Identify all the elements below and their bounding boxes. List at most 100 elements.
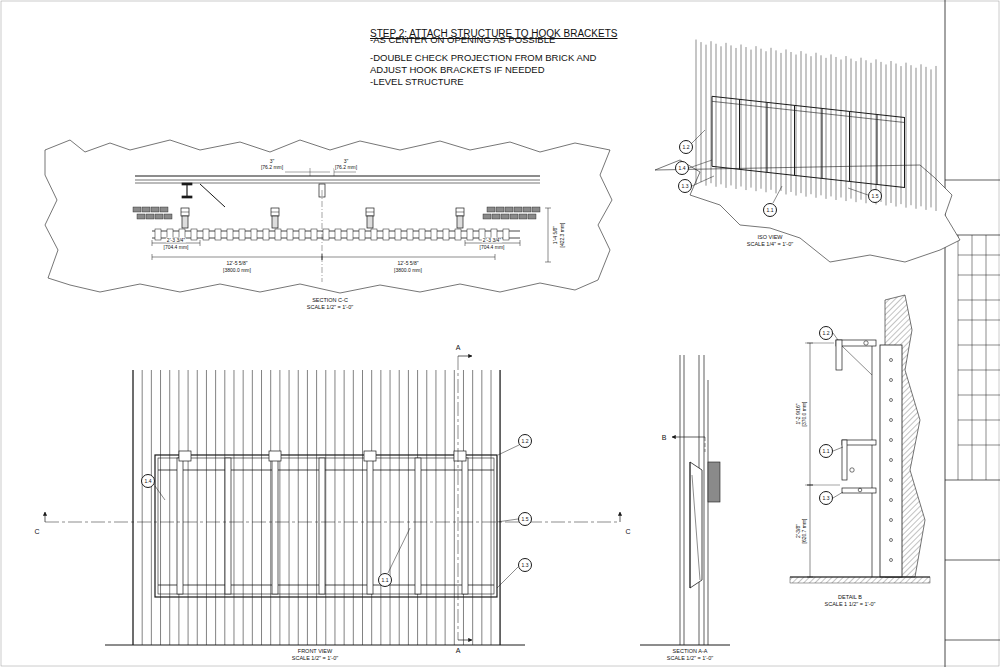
hook-bracket: [182, 216, 188, 228]
panel-line: [771, 48, 772, 190]
callout-bubble: 1.5: [868, 189, 882, 203]
brick: [151, 207, 159, 212]
section-arrow: [672, 437, 705, 438]
panel-line: [836, 57, 837, 200]
dimension-tick: [495, 254, 496, 260]
callout-bubble: 1.1: [378, 573, 392, 587]
callout-number: 1.2: [823, 331, 830, 336]
rail-clip: [251, 229, 257, 240]
hook-bracket: [842, 440, 847, 480]
panel-line: [696, 40, 697, 185]
bolt-hole: [890, 439, 893, 442]
bolt-hole: [890, 399, 893, 402]
panel-line: [766, 51, 767, 192]
panel-line: [781, 53, 782, 191]
rail-clip: [503, 229, 509, 240]
bolt-hole: [890, 519, 893, 522]
note-text: -DOUBLE CHECK PROJECTION FROM BRICK AND …: [370, 52, 620, 76]
rail-clip: [443, 229, 449, 240]
section-line: [705, 437, 706, 452]
panel-line: [142, 370, 143, 645]
callout-number: 1.3: [682, 184, 689, 189]
brick: [496, 207, 504, 212]
panel-line: [821, 55, 822, 195]
panel-line: [435, 370, 436, 645]
view-label: SCALE 1/2" = 1'-0": [307, 305, 353, 311]
rail-clip: [371, 229, 377, 240]
panel-line: [243, 370, 244, 645]
title-block-line: [945, 560, 1000, 561]
iso-view: [655, 40, 960, 262]
dimension-line: [810, 343, 811, 485]
callout-bubble: 1.2: [679, 140, 693, 154]
title-block-line: [958, 275, 1000, 276]
dimension-text: 2'-3/8": [796, 523, 801, 539]
leader-line: [833, 492, 843, 498]
frame-section: [690, 462, 691, 588]
dimension-tick: [152, 254, 153, 260]
rail-clip: [275, 229, 281, 240]
bracket-brace: [842, 346, 872, 375]
panel-line: [270, 370, 271, 645]
panel-line: [731, 45, 732, 185]
panel-line: [726, 43, 727, 188]
panel-line: [751, 50, 752, 188]
panel-line: [826, 58, 827, 199]
panel-line: [362, 370, 363, 645]
bolt-symbol: [858, 488, 862, 492]
title-block-line: [945, 480, 1000, 481]
panel-line: [866, 60, 867, 203]
section-arrow: [458, 356, 472, 357]
frame-post: [904, 117, 905, 187]
callout-number: 1.4: [679, 166, 686, 171]
hook-bracket: [179, 451, 191, 461]
frame-post: [877, 114, 878, 184]
leader-line: [689, 160, 712, 168]
leader-line: [497, 519, 518, 522]
dimension-tick: [152, 240, 153, 246]
section-a-a: [640, 355, 730, 645]
bolt-symbol: [850, 468, 854, 472]
title-block-line: [958, 420, 1000, 421]
dimension-tick: [807, 485, 813, 486]
rail-clip: [431, 229, 437, 240]
callout-number: 1.3: [823, 496, 830, 501]
dimension-text: [620.7 mm]: [802, 517, 807, 544]
hook-bracket: [708, 462, 720, 502]
dimension-line: [548, 208, 549, 262]
hook-bracket: [272, 216, 278, 228]
panel-line: [831, 54, 832, 196]
beam-line: [135, 175, 540, 176]
panel-line: [906, 63, 907, 208]
title-block-line: [945, 180, 1000, 181]
panel-line: [325, 370, 326, 645]
detail-b: [790, 295, 930, 583]
bolt-hole: [890, 359, 893, 362]
dimension-text: [704.4 mm]: [162, 245, 189, 250]
panel-line: [916, 68, 917, 209]
hook-bracket: [269, 451, 281, 461]
section-arrow: [45, 512, 46, 522]
panel-line: [133, 370, 134, 645]
view-label: SECTION C-C: [312, 298, 348, 304]
dimension-tick: [322, 254, 323, 260]
brick: [133, 207, 141, 212]
title-block-line: [958, 320, 1000, 321]
bolt-symbol: [864, 341, 868, 345]
leader-line: [498, 445, 519, 455]
panel-line: [736, 48, 737, 189]
hook-bracket: [456, 212, 464, 213]
dimension-text: [370.0 mm]: [802, 400, 807, 427]
panel-line: [741, 45, 742, 187]
dimension-text: [76.2 mm]: [334, 165, 358, 170]
panel-line: [796, 55, 797, 196]
frame-post: [739, 99, 740, 169]
panel-line: [197, 370, 198, 645]
section-letter: A: [456, 344, 461, 351]
callout-bubble: 1.3: [518, 558, 532, 572]
panel-line: [801, 51, 802, 193]
panel-line: [445, 370, 446, 645]
panel-line: [871, 63, 872, 201]
rail-clip: [323, 229, 329, 240]
frame-outline: [155, 455, 497, 597]
